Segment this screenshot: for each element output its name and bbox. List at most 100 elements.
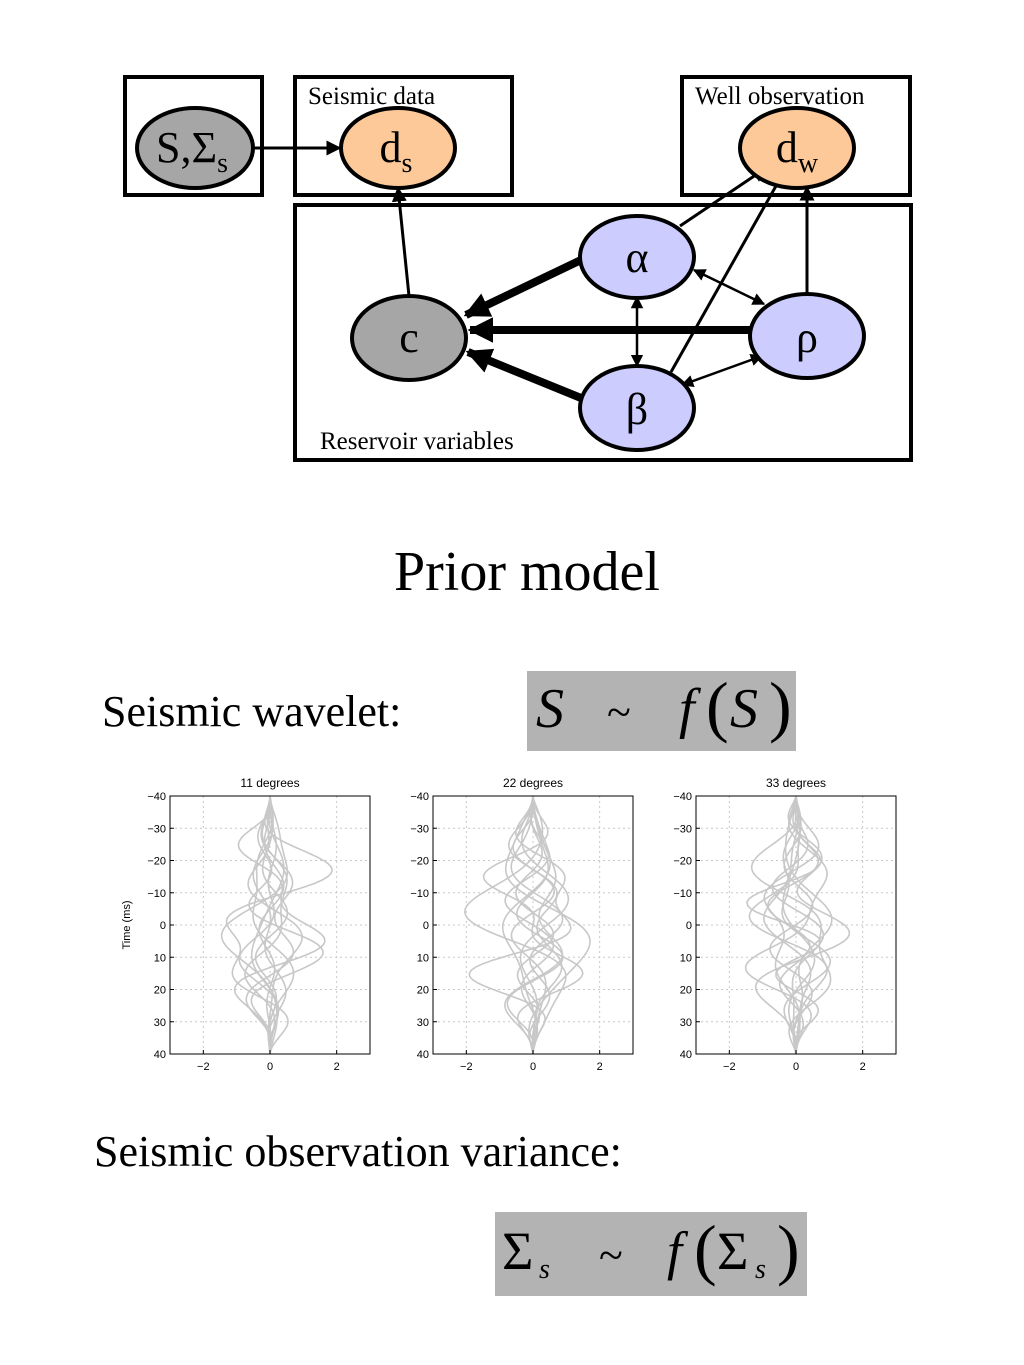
seismic-wavelet-label: Seismic wavelet: <box>102 687 402 736</box>
formula-arg-subscript: s <box>755 1254 766 1285</box>
y-tick-label: 40 <box>417 1049 429 1061</box>
y-tick-label: −20 <box>147 856 166 868</box>
formula-paren-close: ) <box>769 668 792 744</box>
x-tick-label: −2 <box>723 1061 736 1073</box>
svg-text:ds: ds <box>380 123 413 179</box>
wavelet-curve <box>463 795 567 1055</box>
node-alpha: α <box>578 214 696 300</box>
wavelet-curve <box>247 795 304 1055</box>
y-tick-label: 0 <box>686 920 692 932</box>
edge-beta-rho <box>680 353 764 388</box>
y-tick-label: 0 <box>423 920 429 932</box>
formula-paren-open: ( <box>694 1211 717 1287</box>
node-ds: ds <box>339 106 457 190</box>
formula-lhs: S <box>536 678 564 740</box>
y-tick-label: 10 <box>680 952 692 964</box>
y-tick-label: 20 <box>417 985 429 997</box>
wavelet-curve <box>220 795 289 1055</box>
wavelet-curve <box>252 795 295 1055</box>
y-tick-label: −20 <box>673 856 692 868</box>
wavelet-curve <box>233 795 326 1055</box>
y-tick-label: 20 <box>154 985 166 997</box>
wavelet-curve <box>468 795 572 1055</box>
seismic-data-label: Seismic data <box>308 83 435 110</box>
wavelet-curve <box>506 795 564 1055</box>
formula-f: f <box>679 678 695 740</box>
y-tick-label: −10 <box>147 888 166 900</box>
x-tick-label: 0 <box>793 1061 799 1073</box>
edge-c-to-ds <box>391 186 411 297</box>
reservoir-variables-plate <box>293 203 913 462</box>
wavelet-curve <box>771 795 825 1055</box>
wavelet-plate <box>123 75 264 197</box>
wavelet-curve <box>744 795 828 1055</box>
formula-tilde: ~ <box>599 1231 623 1280</box>
node-dw: dw <box>738 106 856 190</box>
wavelet-curve <box>482 795 584 1055</box>
edge-alpha-rho <box>692 268 766 306</box>
plot-title: 33 degrees <box>766 776 826 790</box>
formula-tilde: ~ <box>607 688 631 737</box>
formula-paren-open: ( <box>706 668 729 744</box>
y-tick-label: 30 <box>154 1017 166 1029</box>
y-tick-label: 40 <box>680 1049 692 1061</box>
y-tick-label: 30 <box>680 1017 692 1029</box>
x-tick-label: 2 <box>334 1061 340 1073</box>
y-tick-label: 20 <box>680 985 692 997</box>
y-tick-label: −10 <box>673 888 692 900</box>
y-tick-label: 10 <box>417 952 429 964</box>
wavelet-prior-formula: S ~ f ( S ) <box>527 668 796 751</box>
wavelet-curve <box>769 795 814 1055</box>
y-tick-label: −40 <box>147 791 166 803</box>
edge-alpha-to-c <box>463 256 583 319</box>
y-tick-label: −30 <box>147 823 166 835</box>
svg-text:c: c <box>399 313 419 362</box>
wavelet-curve <box>510 796 564 1055</box>
formula-lhs-subscript: s <box>539 1254 550 1285</box>
formula-paren-close: ) <box>777 1211 800 1287</box>
y-tick-label: −30 <box>410 823 429 835</box>
svg-text:S,Σs: S,Σs <box>156 123 228 179</box>
svg-text:ρ: ρ <box>796 313 818 362</box>
y-tick-label: −30 <box>673 823 692 835</box>
formula-arg: Σ <box>717 1221 749 1281</box>
y-tick-label: 40 <box>154 1049 166 1061</box>
wavelet-curve <box>782 795 816 1054</box>
x-tick-label: −2 <box>460 1061 473 1073</box>
x-tick-label: 2 <box>597 1061 603 1073</box>
svg-text:β: β <box>626 385 648 434</box>
variance-prior-formula: Σ s ~ f ( Σ s ) <box>495 1211 807 1296</box>
formula-f: f <box>667 1221 683 1281</box>
y-tick-label: −40 <box>673 791 692 803</box>
svg-text:dw: dw <box>776 123 819 179</box>
wavelet-curve <box>505 795 591 1055</box>
edge-beta-to-c <box>465 348 583 402</box>
wavelet-curve <box>762 795 812 1055</box>
edge-alpha-to-dw <box>679 166 768 228</box>
node-beta: β <box>578 364 696 452</box>
svg-text:α: α <box>625 233 648 282</box>
x-tick-label: 0 <box>267 1061 273 1073</box>
x-tick-label: 2 <box>860 1061 866 1073</box>
y-tick-label: −40 <box>410 791 429 803</box>
formula-arg: S <box>730 678 758 740</box>
y-tick-label: 0 <box>160 920 166 932</box>
y-tick-label: 30 <box>417 1017 429 1029</box>
y-tick-label: 10 <box>154 952 166 964</box>
wavelet-curve <box>248 796 324 1055</box>
plot-title: 11 degrees <box>240 776 299 790</box>
wavelet-curve <box>244 795 288 1055</box>
graphical-model-diagram: Seismic data Well observation Reservoir … <box>123 75 913 462</box>
observation-variance-label: Seismic observation variance: <box>94 1127 622 1176</box>
y-axis-label: Time (ms) <box>121 900 133 949</box>
formula-lhs: Σ <box>502 1221 534 1281</box>
reservoir-variables-label: Reservoir variables <box>320 428 514 455</box>
node-rho: ρ <box>748 292 866 380</box>
x-tick-label: −2 <box>197 1061 210 1073</box>
wavelet-curve <box>258 795 285 1055</box>
well-observation-plate <box>680 75 912 197</box>
